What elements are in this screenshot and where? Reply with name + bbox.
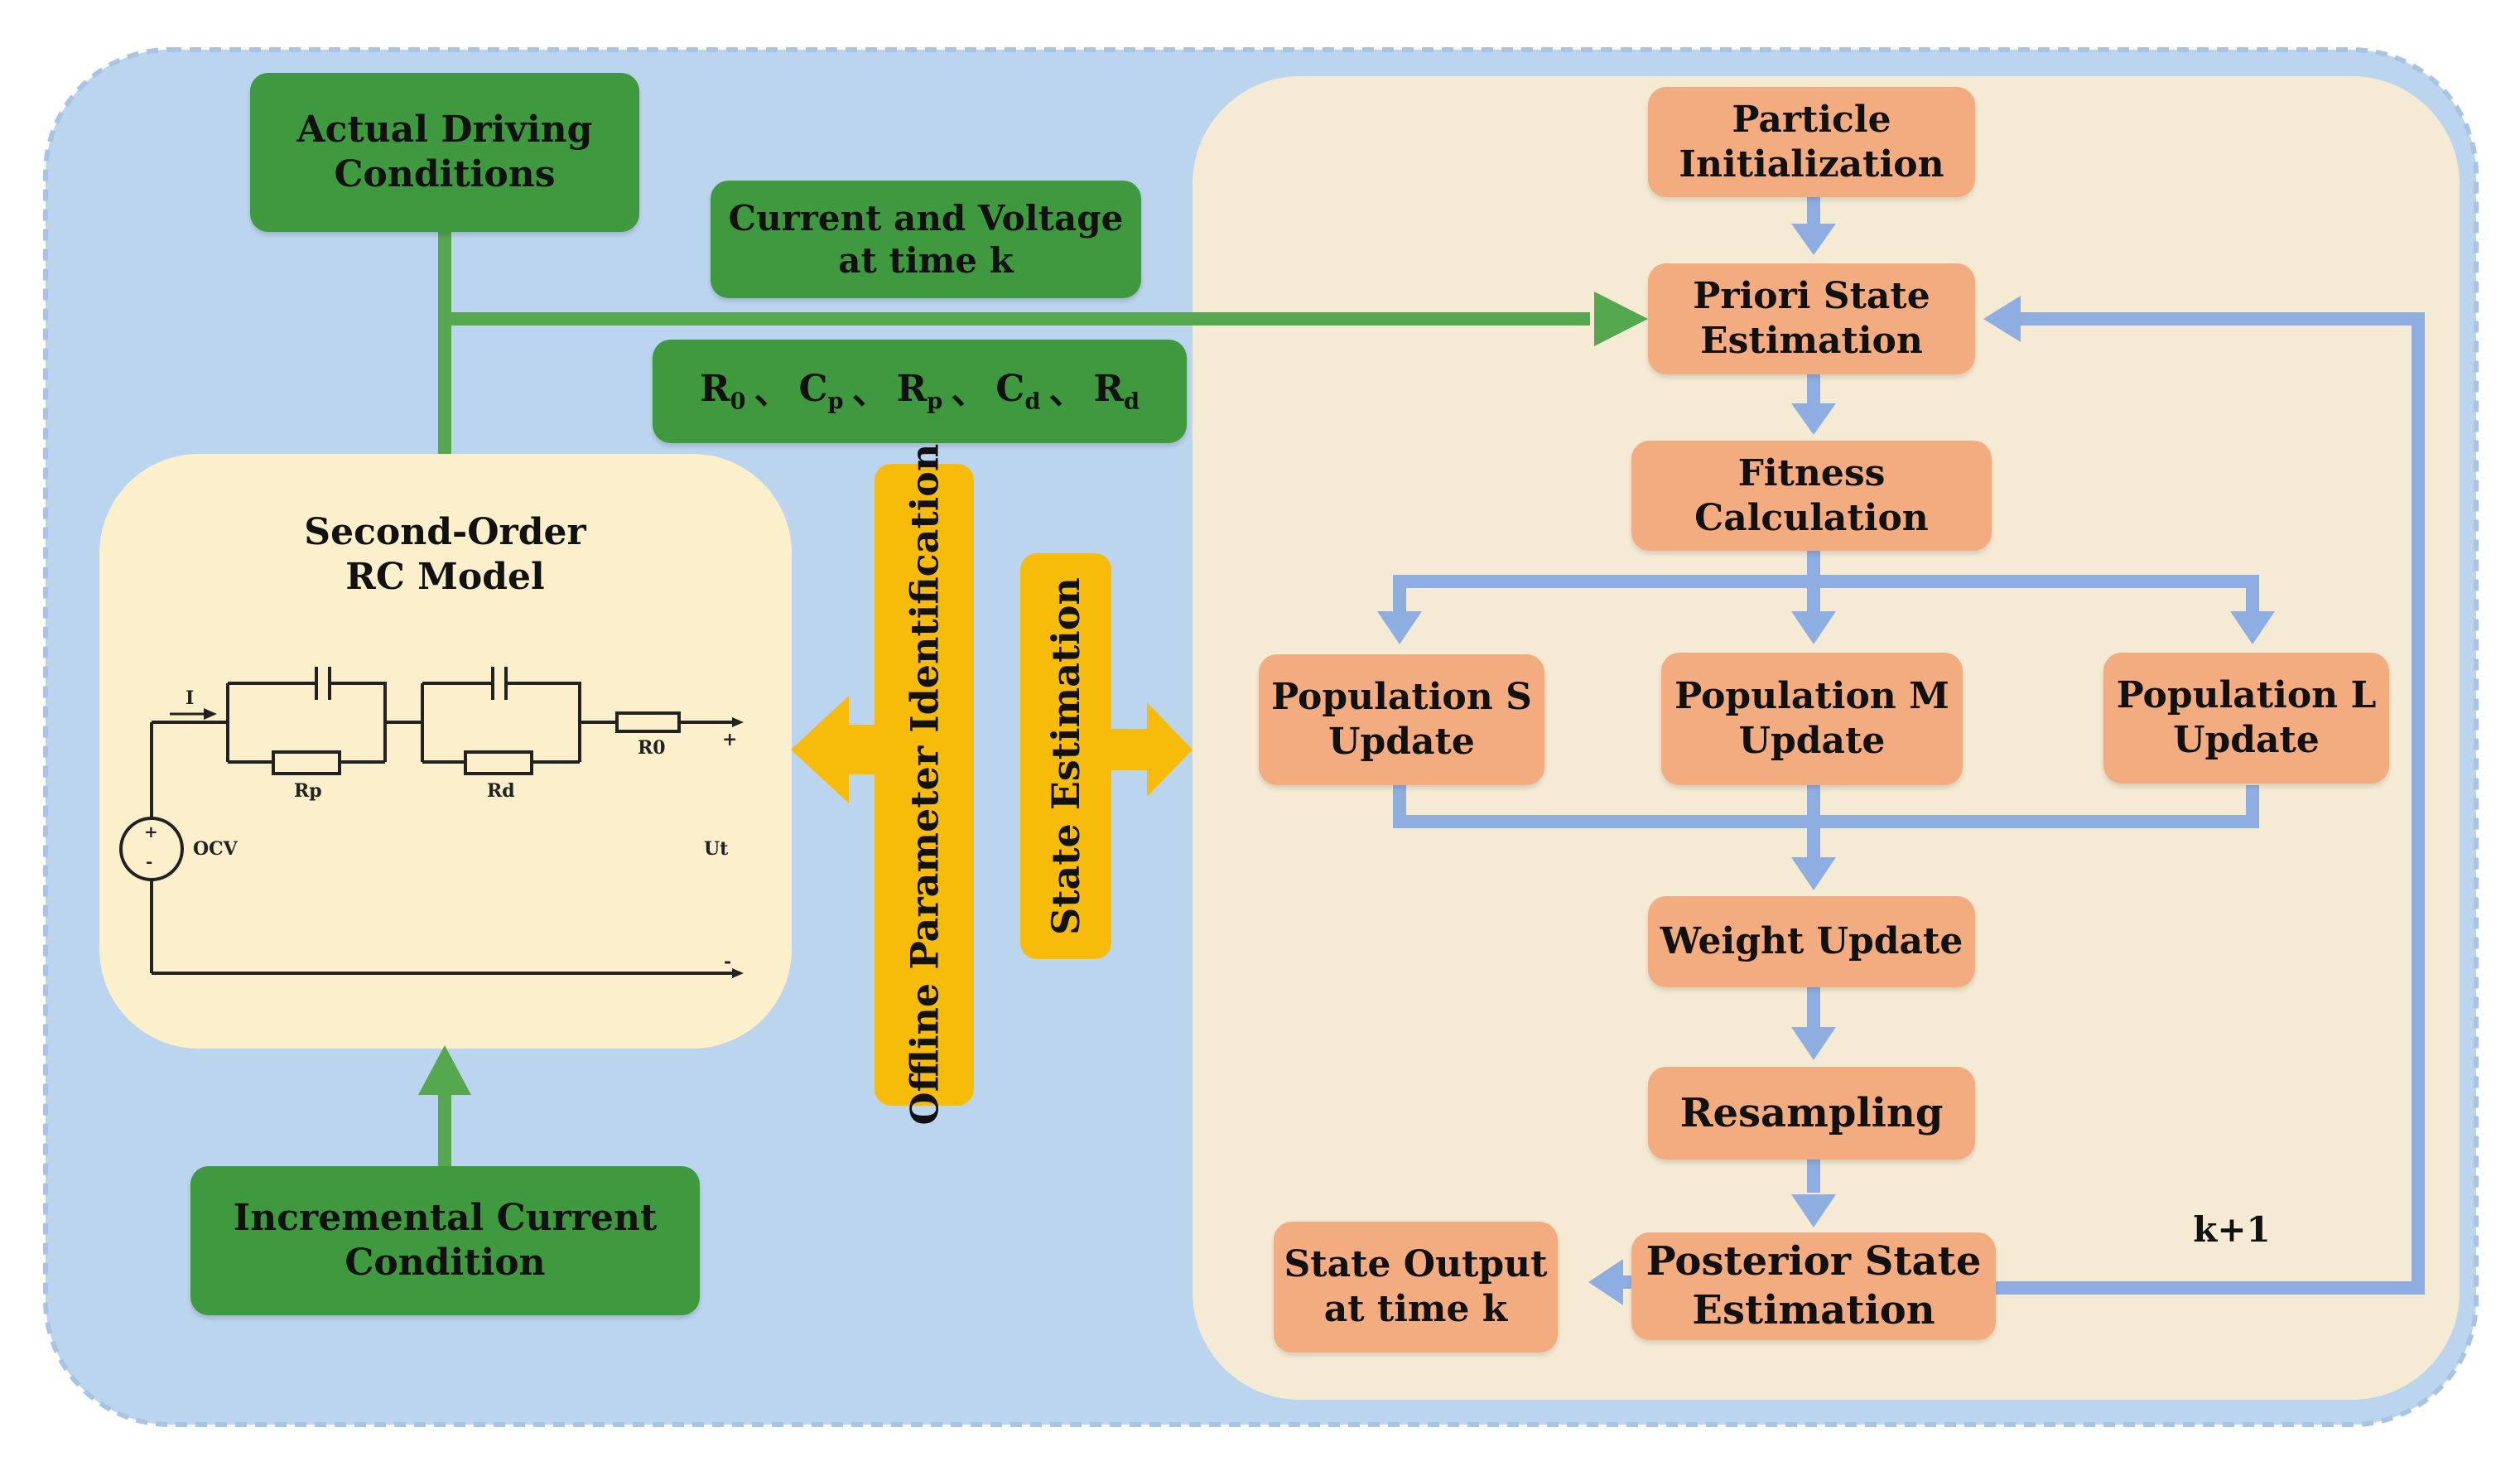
rp-label: Rp <box>294 780 322 802</box>
model-panel <box>99 454 792 1049</box>
particle-init-line2: Initialization <box>1679 142 1944 186</box>
priori-line2: Estimation <box>1700 320 1923 362</box>
green-connectors <box>438 232 1590 1172</box>
actual-driving-line2: Conditions <box>334 153 556 195</box>
population-m-update: Population M Update <box>1661 653 1963 785</box>
population-s-update: Population S Update <box>1259 654 1544 785</box>
ocv-label: OCV <box>193 838 238 860</box>
posterior-state-estimation: Posterior State Estimation <box>1631 1232 1996 1340</box>
state-output-line2: at time k <box>1323 1288 1508 1330</box>
state-output-at-time-k: State Output at time k <box>1274 1222 1558 1353</box>
pop-l-line1: Population L <box>2116 674 2377 717</box>
incremental-line2: Condition <box>345 1242 546 1284</box>
current-voltage-line2: at time k <box>838 240 1014 281</box>
incremental-line1: Incremental Current <box>233 1197 658 1240</box>
current-label: I <box>186 687 195 709</box>
blue-arrowheads <box>1377 224 2275 1305</box>
current-arrowhead <box>204 708 217 720</box>
terminal-plus-label: + <box>722 729 738 750</box>
state-estimation-label-box: State Estimation <box>1020 553 1111 959</box>
weight-update-label: Weight Update <box>1660 920 1963 963</box>
actual-driving-conditions: Actual Driving Conditions <box>250 73 639 232</box>
current-voltage-line1: Current and Voltage <box>728 197 1124 239</box>
state-estimation-label: State Estimation <box>1043 577 1088 935</box>
population-l-update: Population L Update <box>2103 653 2389 784</box>
particle-init-line1: Particle <box>1732 98 1891 141</box>
fitness-line2: Calculation <box>1694 496 1929 539</box>
fitness-calculation: Fitness Calculation <box>1631 441 1992 551</box>
priori-line1: Priori State <box>1693 275 1930 318</box>
terminal-minus-label: - <box>724 951 732 972</box>
k-plus-1-text: k+1 <box>2193 1209 2271 1251</box>
param-cp: Cp <box>798 368 844 415</box>
param-cd: Cd <box>995 368 1041 415</box>
offline-parameter-identification: Offline Parameter Identification <box>875 444 974 1126</box>
source-plus-label: + <box>144 822 158 842</box>
posterior-line2: Estimation <box>1692 1287 1935 1333</box>
particle-initialization: Particle Initialization <box>1648 87 1975 197</box>
resampling-label: Resampling <box>1679 1089 1944 1136</box>
fitness-line1: Fitness <box>1737 451 1886 494</box>
actual-driving-line1: Actual Driving <box>296 109 593 152</box>
k-plus-1-label: k+1 <box>2170 1205 2294 1255</box>
state-estimation-double-arrow <box>1110 702 1193 797</box>
arrow-to-model <box>418 1045 471 1095</box>
priori-state-estimation: Priori State Estimation <box>1648 263 1975 374</box>
rd-label: Rd <box>487 780 515 802</box>
offline-double-arrow <box>791 696 878 803</box>
param-sep-1: 、 <box>754 369 791 412</box>
param-r0: R0 <box>699 368 746 415</box>
posterior-line1: Posterior State <box>1645 1238 1982 1285</box>
model-title-line1: Second-Order <box>304 511 586 554</box>
pop-l-line2: Update <box>2173 719 2320 761</box>
current-voltage-box: Current and Voltage at time k <box>711 181 1141 298</box>
circuit <box>119 667 739 975</box>
param-rp: Rp <box>896 368 943 415</box>
terminal-arrow-plus <box>732 717 744 727</box>
model-title: Second-Order RC Model <box>248 505 642 605</box>
r0-label: R0 <box>638 737 666 759</box>
pop-m-line1: Population M <box>1674 675 1949 718</box>
pop-m-line2: Update <box>1738 720 1886 762</box>
source-minus-label: - <box>146 851 153 871</box>
param-sep-4: 、 <box>1048 369 1086 412</box>
resampling: Resampling <box>1648 1067 1975 1160</box>
ut-label: Ut <box>704 838 729 860</box>
param-sep-3: 、 <box>951 369 988 412</box>
pop-s-line2: Update <box>1328 721 1475 763</box>
weight-update: Weight Update <box>1648 896 1975 987</box>
param-rd: Rd <box>1093 368 1140 415</box>
pop-s-line1: Population S <box>1271 676 1532 719</box>
param-sep-2: 、 <box>851 369 889 412</box>
arrow-to-priori <box>1594 292 1648 346</box>
state-output-line1: State Output <box>1284 1243 1548 1286</box>
incremental-current-condition: Incremental Current Condition <box>190 1166 700 1315</box>
offline-label: Offline Parameter Identification <box>901 444 947 1126</box>
terminal-arrow-minus <box>732 968 744 978</box>
model-title-line2: RC Model <box>345 556 545 598</box>
parameters-box: R0 、 Cp 、 Rp 、 Cd 、 Rd <box>653 340 1187 443</box>
